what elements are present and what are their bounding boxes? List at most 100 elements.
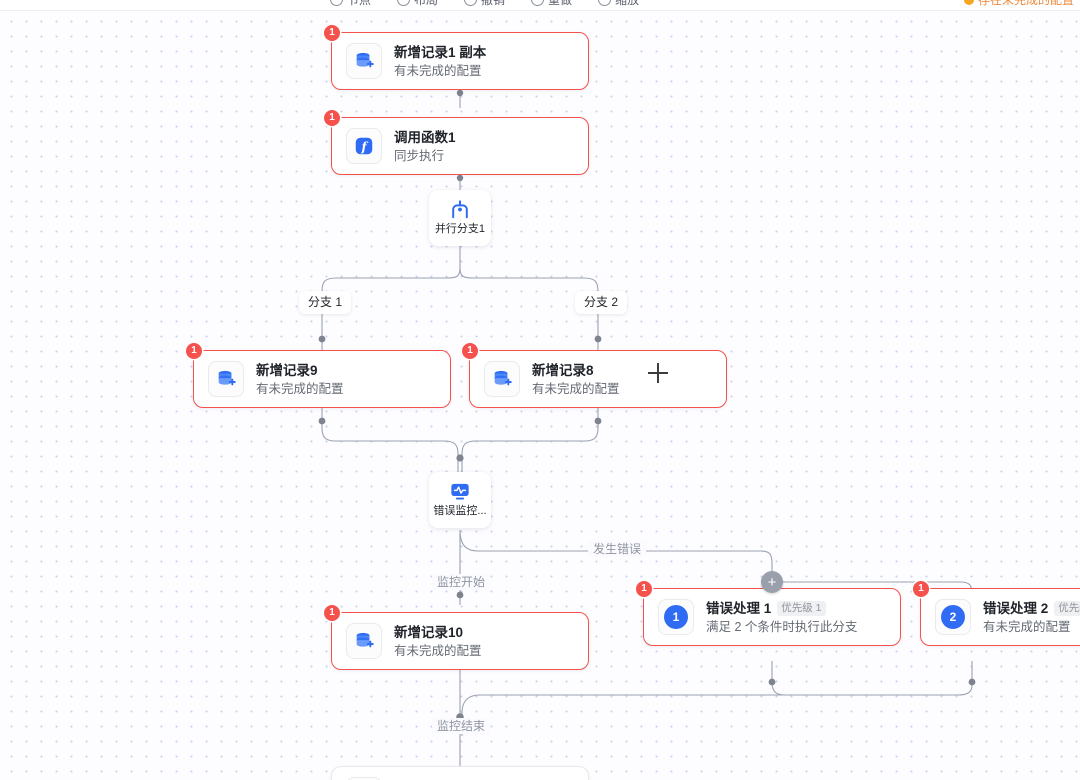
node-title: 新增记录10 xyxy=(394,624,464,640)
edge-label-monitor-end: 监控结束 xyxy=(432,718,491,734)
node-text: 调用函数1 同步执行 xyxy=(394,128,456,165)
priority-number-icon: 1 xyxy=(658,599,694,635)
edge-handle xyxy=(768,678,776,686)
node-label: 并行分支1 xyxy=(434,223,486,235)
node-subtitle: 有未完成的配置 xyxy=(983,619,1071,634)
node-subtitle: 有未完成的配置 xyxy=(394,63,482,78)
edge-label-on-error: 发生错误 xyxy=(588,541,647,557)
database-add-icon xyxy=(484,361,520,397)
node-subtitle: 有未完成的配置 xyxy=(256,381,344,396)
error-count-badge[interactable]: 1 xyxy=(636,581,652,597)
error-count-badge[interactable]: 1 xyxy=(324,110,340,126)
node-record-9[interactable]: 1 新增记录9 有未完成的配置 xyxy=(186,343,451,408)
priority-badge: 优先级 1 xyxy=(777,600,826,616)
node-title-text: 错误处理 1 xyxy=(706,600,772,616)
node-subtitle: 有未完成的配置 xyxy=(532,381,620,396)
redo-icon xyxy=(531,0,545,6)
node-record-8[interactable]: 1 新增记录8 有未完成的配置 xyxy=(462,343,727,408)
function-icon: f xyxy=(346,128,382,164)
node-title: 错误处理 1 优先级 1 xyxy=(706,599,857,618)
node-text: 新增记录9 有未完成的配置 xyxy=(256,361,344,398)
toolbar-item-label: 缩放 xyxy=(615,0,640,7)
svg-text:f: f xyxy=(360,140,368,154)
edge-monitor-on-error xyxy=(459,529,773,595)
node-call-function-1[interactable]: 1 f 调用函数1 同步执行 xyxy=(324,110,589,175)
edge-error-merge-to-end xyxy=(461,694,786,736)
node-title: 错误处理 2 优先级 2 xyxy=(983,599,1080,618)
toolbar-item-node[interactable]: 节点 xyxy=(330,0,371,8)
priority-number-icon: 2 xyxy=(935,599,971,635)
avatar: 2 xyxy=(941,605,965,629)
toolbar-item-label: 布局 xyxy=(414,0,439,7)
error-count-badge[interactable]: 1 xyxy=(186,343,202,359)
edge-handle xyxy=(456,89,464,97)
edge-record8-to-monitor xyxy=(461,408,599,472)
node-parallel-branch-1[interactable]: 并行分支1 xyxy=(429,190,491,246)
edge-label-monitor-start: 监控开始 xyxy=(432,574,491,590)
database-add-icon xyxy=(346,43,382,79)
node-title: 新增记录1 副本 xyxy=(394,44,487,60)
mouse-cursor-crosshair xyxy=(648,363,668,383)
node-error-handler-2[interactable]: 1 2 错误处理 2 优先级 2 有未完成的配置 xyxy=(913,581,1080,646)
toolbar-item-label: 撤销 xyxy=(481,0,506,7)
node-title-text: 错误处理 2 xyxy=(983,600,1049,616)
edge-handle xyxy=(594,417,602,425)
error-count-badge[interactable]: 1 xyxy=(913,581,929,597)
edge-handle xyxy=(456,174,464,182)
toolbar-items: 节点 布局 撤销 重做 缩放 xyxy=(330,0,639,8)
branch-label-2[interactable]: 分支 2 xyxy=(575,291,628,314)
database-add-icon xyxy=(346,623,382,659)
node-bottom-loop[interactable]: 列表循环1 副本000 xyxy=(331,766,589,780)
node-label: 错误监控... xyxy=(433,505,487,517)
node-record-10[interactable]: 1 新增记录10 有未完成的配置 xyxy=(324,605,589,670)
warning-icon xyxy=(963,0,974,5)
edge-handle xyxy=(318,335,326,343)
node-icon xyxy=(330,0,343,6)
edge-handle xyxy=(594,335,602,343)
node-title: 新增记录8 xyxy=(532,362,594,378)
node-copy-record-1[interactable]: 1 新增记录1 副本 有未完成的配置 xyxy=(324,25,589,90)
toolbar-item-redo[interactable]: 重做 xyxy=(531,0,572,8)
error-count-badge[interactable]: 1 xyxy=(324,25,340,41)
add-node-on-edge-button[interactable]: + xyxy=(761,571,783,593)
database-add-icon xyxy=(208,361,244,397)
edge-handler1-merge xyxy=(771,661,940,696)
monitor-icon xyxy=(451,483,469,500)
node-title: 调用函数1 xyxy=(394,129,456,145)
error-count-badge[interactable]: 1 xyxy=(462,343,478,359)
avatar: 1 xyxy=(664,605,688,629)
undo-icon xyxy=(464,0,478,6)
workflow-canvas[interactable]: 1 新增记录1 副本 有未完成的配置 1 xyxy=(0,10,1080,780)
toolbar-item-undo[interactable]: 撤销 xyxy=(464,0,505,8)
node-text: 新增记录1 副本 有未完成的配置 xyxy=(394,43,486,80)
node-title: 新增记录9 xyxy=(256,362,318,378)
toolbar-item-label: 重做 xyxy=(548,0,573,7)
toolbar-warning[interactable]: 存在未完成的配置 xyxy=(963,0,1074,8)
error-count-badge[interactable]: 1 xyxy=(324,605,340,621)
priority-badge: 优先级 2 xyxy=(1054,600,1080,616)
node-text: 错误处理 2 优先级 2 有未完成的配置 xyxy=(983,599,1080,636)
edge-handle xyxy=(456,591,464,599)
node-subtitle: 有未完成的配置 xyxy=(394,643,482,658)
node-text: 新增记录8 有未完成的配置 xyxy=(532,361,620,398)
node-subtitle: 满足 2 个条件时执行此分支 xyxy=(706,619,858,634)
branch-label-1[interactable]: 分支 1 xyxy=(299,291,352,314)
edge-handle xyxy=(456,454,464,462)
toolbar-warning-label: 存在未完成的配置 xyxy=(977,0,1074,7)
node-subtitle: 同步执行 xyxy=(394,148,445,163)
edge-record9-to-monitor xyxy=(321,408,459,472)
toolbar-item-zoom[interactable]: 缩放 xyxy=(598,0,639,8)
edge-handle xyxy=(968,678,976,686)
top-toolbar: 节点 布局 撤销 重做 缩放 存在未完成的配置 xyxy=(0,0,1080,11)
parallel-branch-icon xyxy=(452,200,468,219)
edge-handle xyxy=(318,417,326,425)
node-text: 新增记录10 有未完成的配置 xyxy=(394,623,482,660)
layout-icon xyxy=(397,0,411,6)
toolbar-item-label: 节点 xyxy=(347,0,372,7)
toolbar-item-layout[interactable]: 布局 xyxy=(397,0,438,8)
zoom-icon xyxy=(598,0,612,6)
node-error-monitor[interactable]: 错误监控... xyxy=(429,472,491,528)
node-text: 错误处理 1 优先级 1 满足 2 个条件时执行此分支 xyxy=(706,599,857,636)
node-error-handler-1[interactable]: 1 1 错误处理 1 优先级 1 满足 2 个条件时执行此分支 xyxy=(636,581,901,646)
